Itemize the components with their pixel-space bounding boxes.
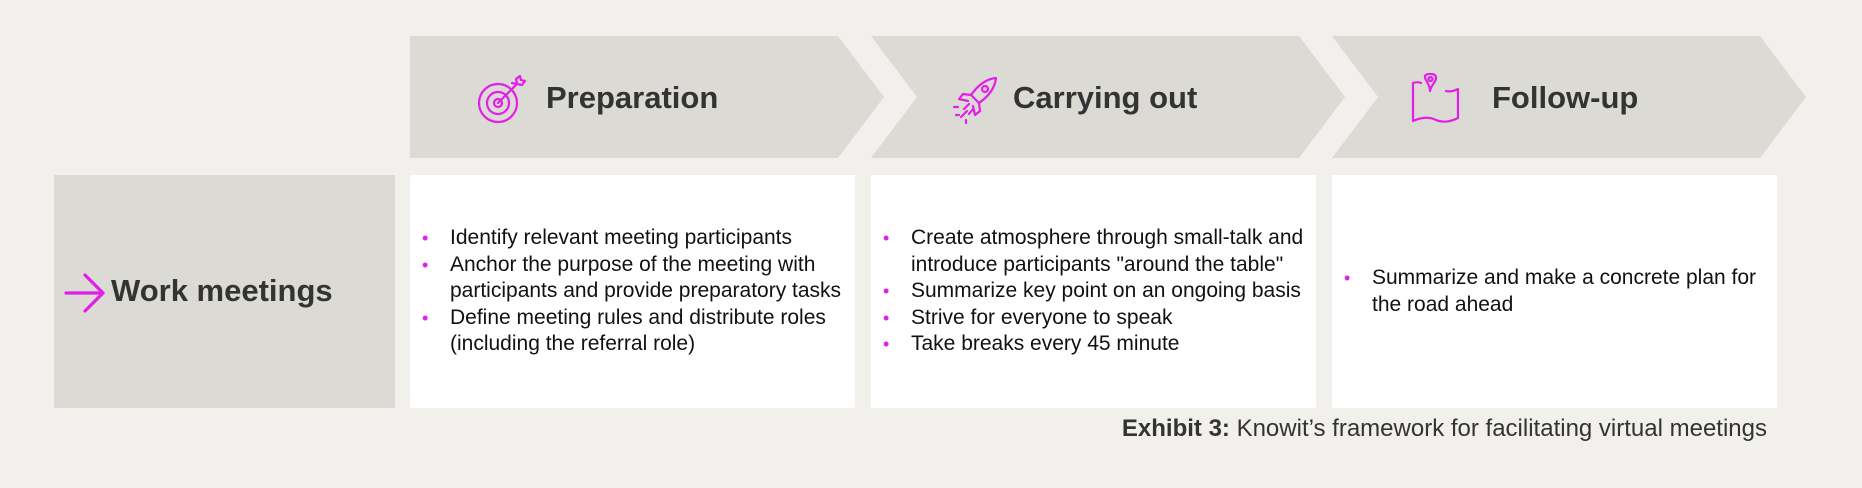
cell-carrying-out: Create atmosphere through small-talk and…	[871, 175, 1316, 408]
list-item: Create atmosphere through small-talk and…	[883, 225, 1308, 278]
phase-follow-up: Follow-up	[1332, 36, 1806, 158]
caption-label: Exhibit 3:	[1121, 415, 1230, 442]
target-icon	[476, 73, 528, 125]
cell-preparation: Identify relevant meeting participants A…	[410, 175, 855, 408]
bullet-list: Create atmosphere through small-talk and…	[883, 225, 1308, 358]
list-item: Take breaks every 45 minute	[883, 331, 1308, 358]
map-pin-icon	[1408, 73, 1460, 125]
rocket-icon	[950, 73, 1002, 125]
caption-text: Knowit’s framework for facilitating virt…	[1229, 415, 1767, 442]
row-label-work-meetings: Work meetings	[54, 175, 395, 408]
phase-title-follow-up: Follow-up	[1492, 80, 1639, 115]
phase-title-carrying-out: Carrying out	[1013, 80, 1198, 115]
list-item: Identify relevant meeting participants	[422, 225, 847, 252]
list-item: Summarize and make a concrete plan for t…	[1344, 265, 1769, 318]
list-item: Strive for everyone to speak	[883, 305, 1308, 332]
bullet-list: Summarize and make a concrete plan for t…	[1344, 265, 1769, 318]
list-item: Anchor the purpose of the meeting with p…	[422, 252, 847, 305]
list-item: Define meeting rules and distribute role…	[422, 305, 847, 358]
phase-carrying-out: Carrying out	[871, 36, 1345, 158]
list-item: Summarize key point on an ongoing basis	[883, 278, 1308, 305]
row-title: Work meetings	[111, 273, 333, 308]
phase-preparation: Preparation	[410, 36, 884, 158]
arrow-right-icon	[63, 272, 107, 314]
bullet-list: Identify relevant meeting participants A…	[422, 225, 847, 358]
phase-title-preparation: Preparation	[546, 80, 719, 115]
exhibit-caption: Exhibit 3: Knowit’s framework for facili…	[1122, 414, 1767, 444]
cell-follow-up: Summarize and make a concrete plan for t…	[1332, 175, 1777, 408]
